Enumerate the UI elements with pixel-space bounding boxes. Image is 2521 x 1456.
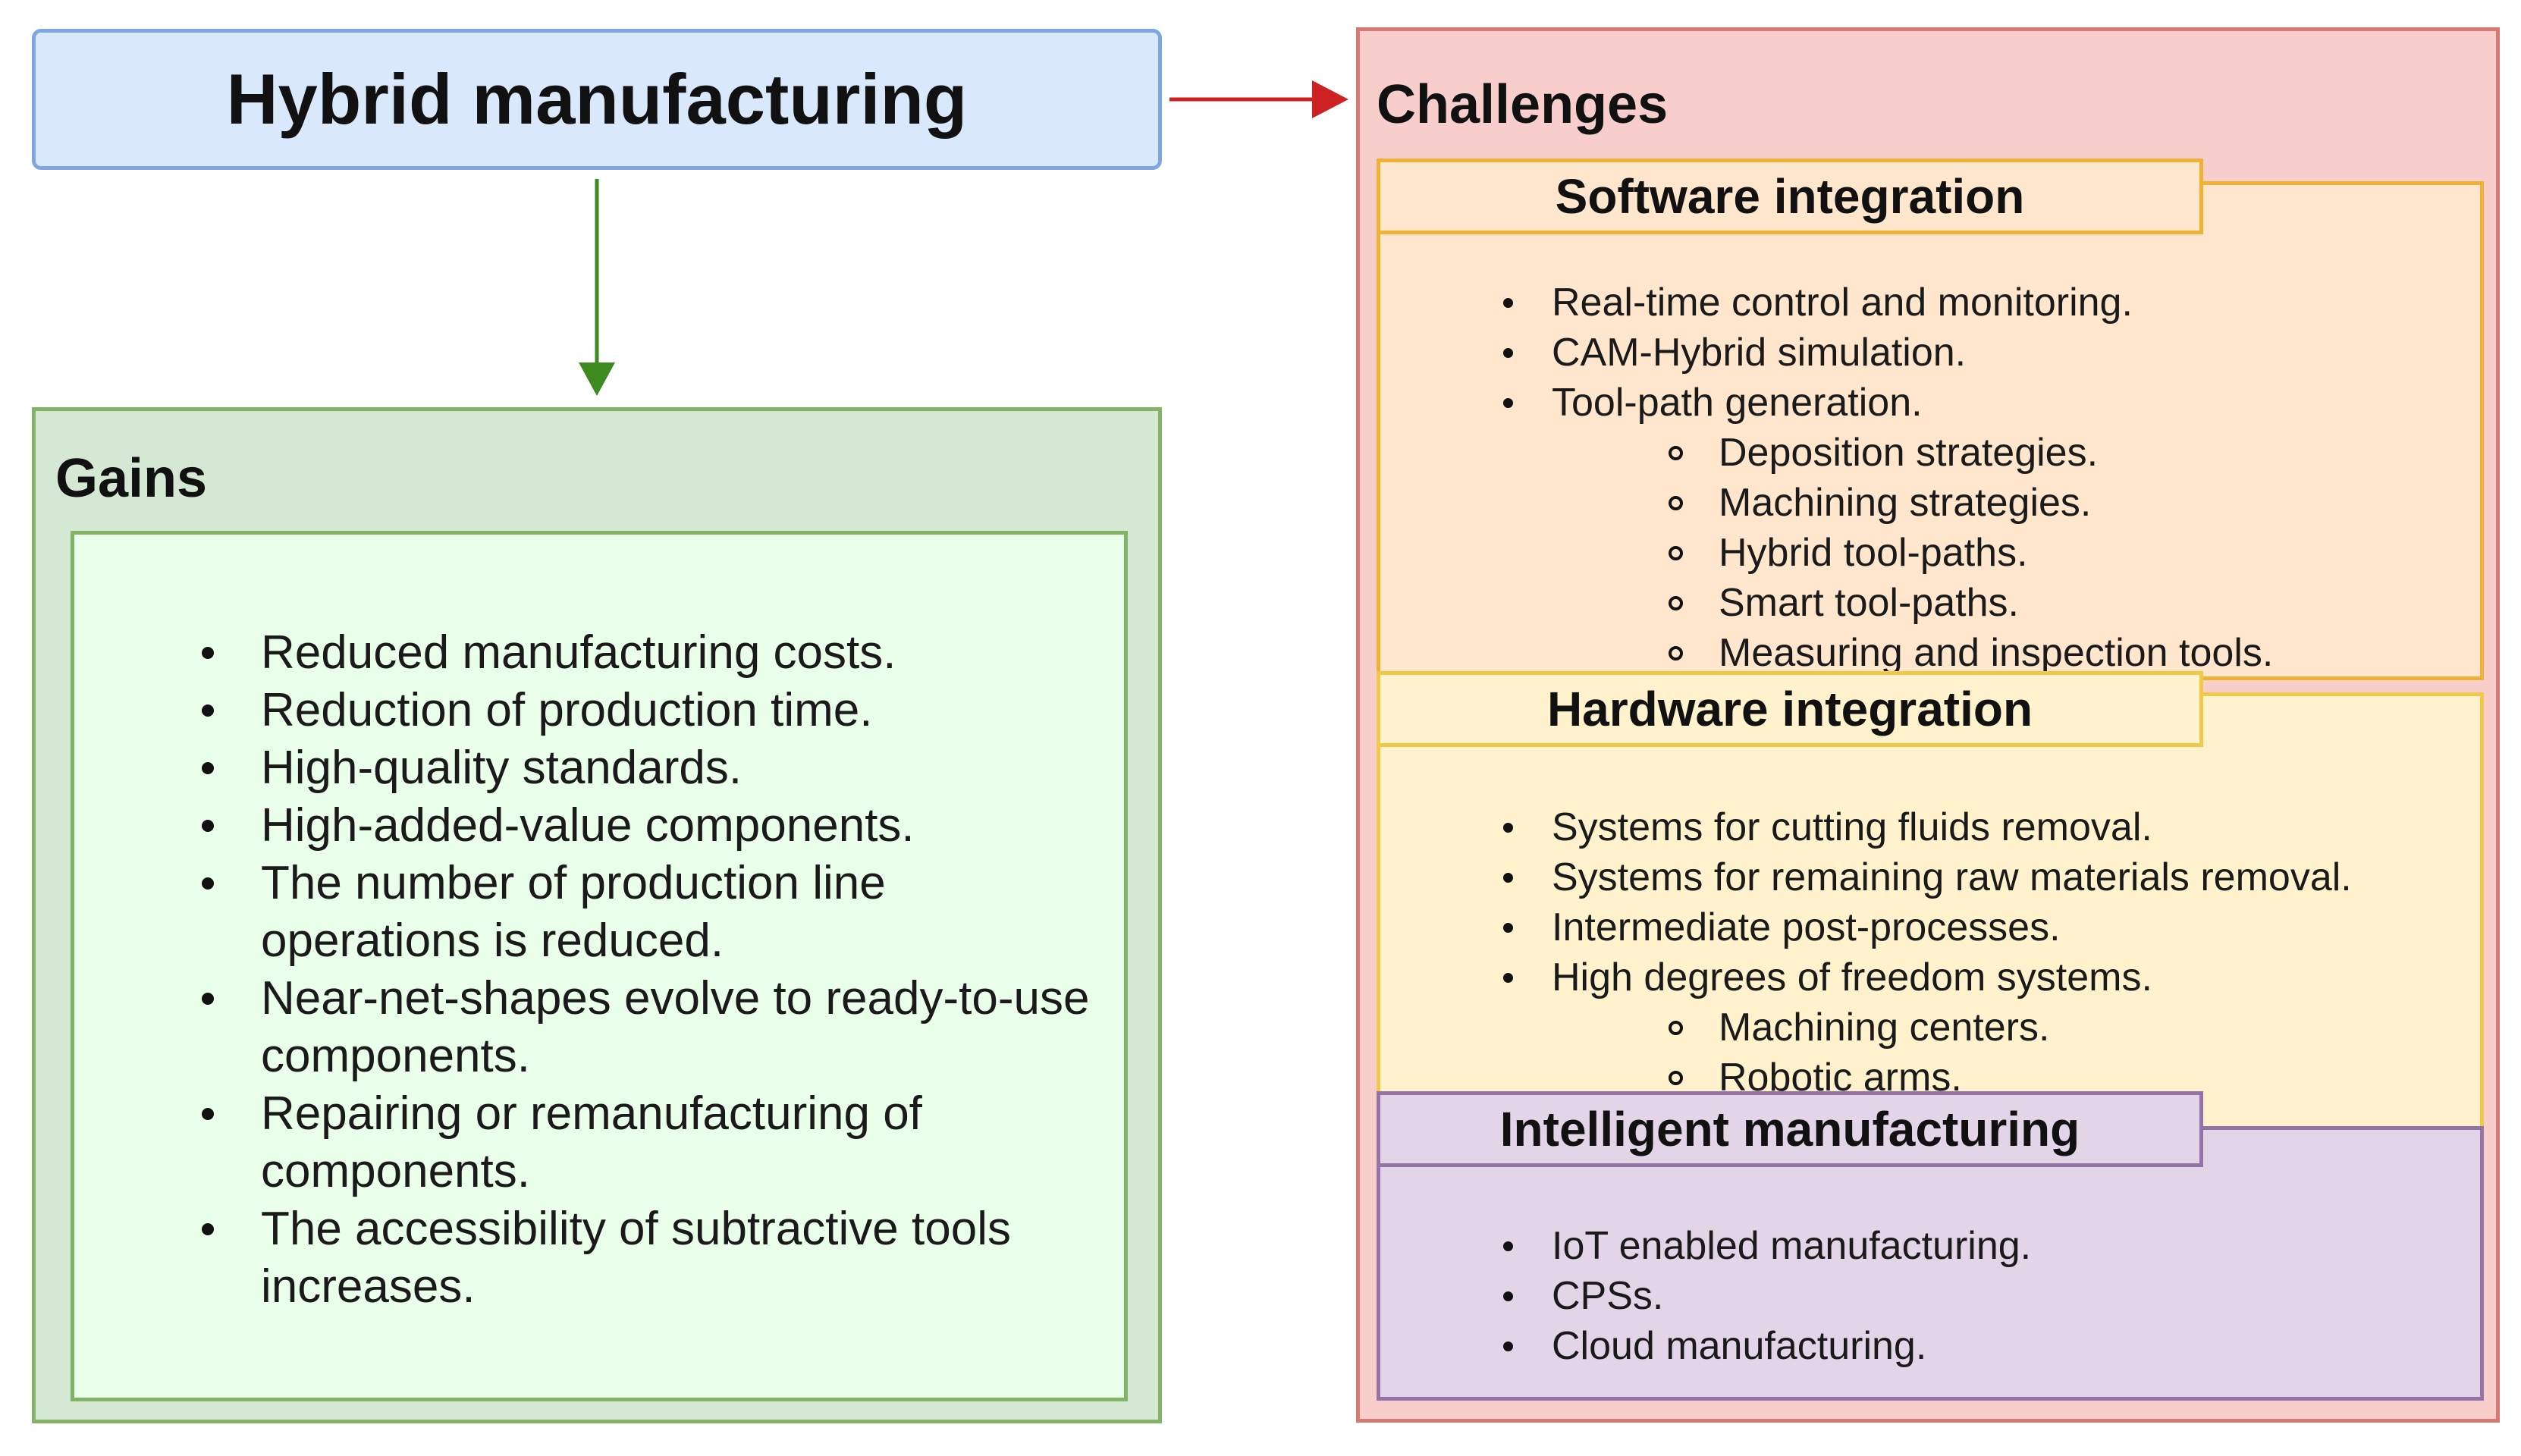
gains-title: Gains — [55, 448, 208, 509]
hardware-item: Systems for remaining raw materials remo… — [1502, 852, 2457, 902]
hardware-item: High degrees of freedom systems. — [1502, 952, 2457, 1003]
gains-item: Reduction of production time. — [188, 682, 1098, 739]
intelligent-manufacturing-box: IoT enabled manufacturing. CPSs. Cloud m… — [1377, 1126, 2484, 1401]
hardware-list: Systems for cutting fluids removal. Syst… — [1502, 802, 2457, 1103]
software-item: Tool-path generation. — [1502, 378, 2457, 428]
hardware-item: Intermediate post-processes. — [1502, 902, 2457, 952]
hardware-item: Systems for cutting fluids removal. — [1502, 802, 2457, 852]
challenges-box: Challenges Real-time control and monitor… — [1356, 27, 2500, 1423]
gains-box: Gains Reduced manufacturing costs. Reduc… — [32, 407, 1162, 1423]
intelligent-item: CPSs. — [1502, 1271, 2457, 1321]
challenges-title: Challenges — [1377, 74, 1669, 135]
gains-item: High-quality standards. — [188, 739, 1098, 797]
gains-item: The number of production line operations… — [188, 855, 1098, 970]
arrow-to-gains-head — [579, 362, 615, 396]
software-subitem: Hybrid tool-paths. — [1669, 528, 2457, 578]
arrow-to-challenges-head — [1312, 80, 1348, 118]
software-list: Real-time control and monitoring. CAM-Hy… — [1502, 278, 2457, 678]
software-integration-box: Real-time control and monitoring. CAM-Hy… — [1377, 181, 2484, 680]
gains-item: Near-net-shapes evolve to ready-to-use c… — [188, 970, 1098, 1085]
diagram-title: Hybrid manufacturing — [226, 59, 968, 139]
software-subitem: Machining strategies. — [1669, 478, 2457, 528]
software-item: Real-time control and monitoring. — [1502, 278, 2457, 328]
software-subitem: Smart tool-paths. — [1669, 578, 2457, 628]
gains-list: Reduced manufacturing costs. Reduction o… — [188, 624, 1098, 1316]
gains-item: Repairing or remanufacturing of componen… — [188, 1085, 1098, 1200]
intelligent-item: IoT enabled manufacturing. — [1502, 1221, 2457, 1271]
intelligent-list: IoT enabled manufacturing. CPSs. Cloud m… — [1502, 1221, 2457, 1371]
software-item: CAM-Hybrid simulation. — [1502, 328, 2457, 378]
software-integration-title: Software integration — [1377, 158, 2203, 234]
software-subitem: Measuring and inspection tools. — [1669, 628, 2457, 678]
hardware-subitem: Machining centers. — [1669, 1003, 2457, 1053]
gains-item: The accessibility of subtractive tools i… — [188, 1200, 1098, 1316]
software-subitem: Deposition strategies. — [1669, 428, 2457, 478]
hardware-integration-title: Hardware integration — [1377, 671, 2203, 747]
gains-item: High-added-value components. — [188, 797, 1098, 855]
hybrid-manufacturing-box: Hybrid manufacturing — [32, 29, 1162, 170]
hardware-integration-box: Systems for cutting fluids removal. Syst… — [1377, 692, 2484, 1132]
intelligent-manufacturing-title: Intelligent manufacturing — [1377, 1091, 2203, 1167]
gains-list-box: Reduced manufacturing costs. Reduction o… — [71, 531, 1128, 1401]
intelligent-item: Cloud manufacturing. — [1502, 1321, 2457, 1371]
gains-item: Reduced manufacturing costs. — [188, 624, 1098, 682]
